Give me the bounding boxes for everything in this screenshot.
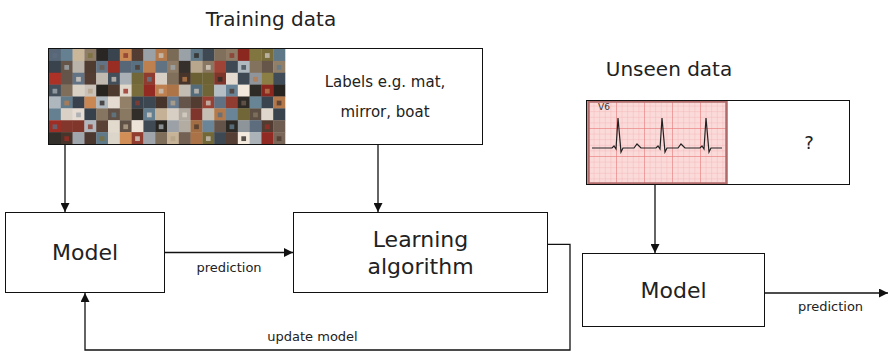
image-mosaic [49,49,285,144]
dataset-box: Unseen data? [586,100,850,185]
unknown-label: ? [767,101,851,184]
process-box: Learning algorithm [293,212,548,293]
output-arrow [765,292,888,293]
dataset-box: Training dataLabels e.g. mat, mirror, bo… [48,48,483,145]
process-box: Model [5,212,165,293]
flow-arrow [377,145,378,212]
section-heading: Unseen data [469,57,869,81]
box-label: Learning algorithm [346,226,496,280]
section-heading: Training data [71,7,471,31]
edge-label: update model [233,329,393,345]
lead-label: V6 [598,102,628,113]
output-label: prediction [773,299,888,315]
flow-arrow [654,185,655,253]
box-label: Model [640,278,706,303]
ecg-strip [588,101,727,184]
box-label: Model [52,240,118,265]
flow-arrow [165,252,293,253]
flow-arrow [85,244,570,350]
edge-label: prediction [149,260,309,276]
flow-arrow [64,145,65,212]
process-box: Model [582,253,765,327]
labels-text: Labels e.g. mat, mirror, boat [286,49,484,144]
